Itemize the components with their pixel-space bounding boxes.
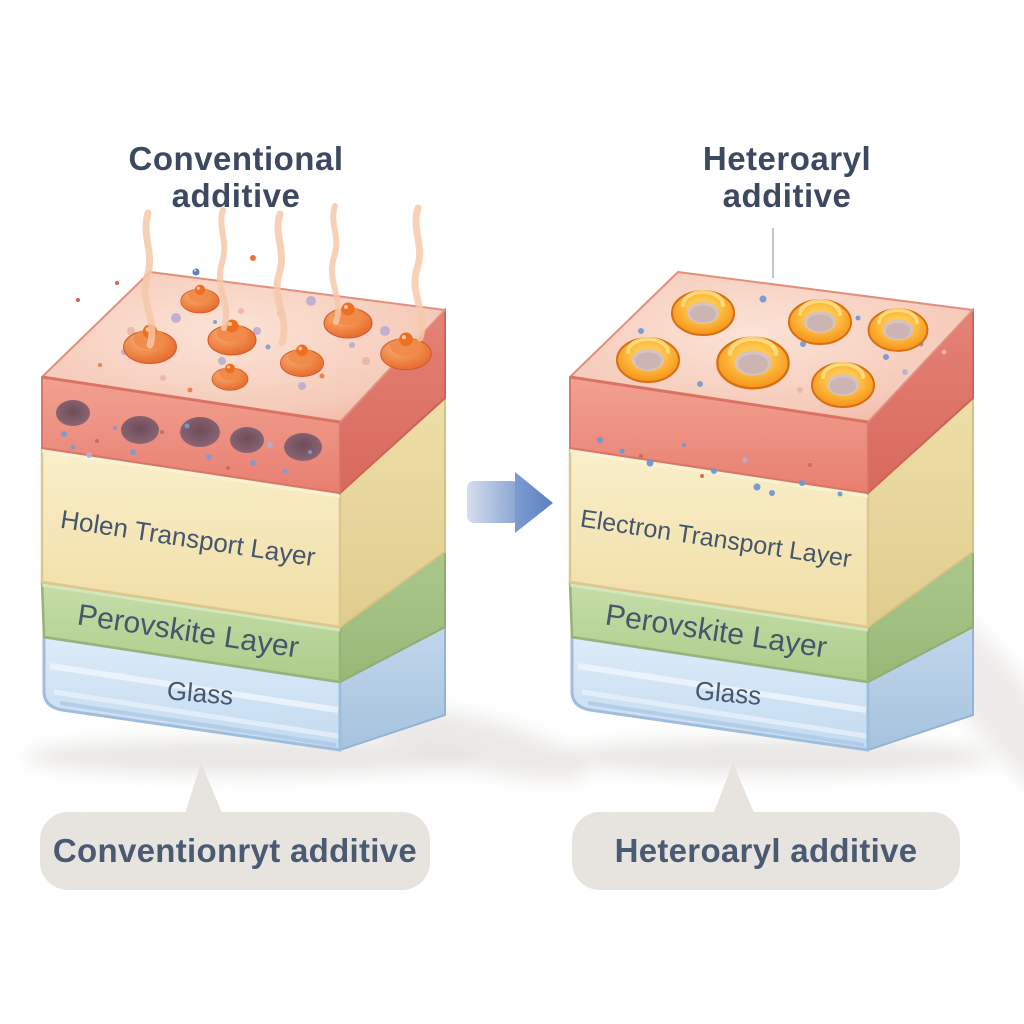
left-caption-bubble: Conventionryt additive xyxy=(40,812,430,890)
additive-ring-icon xyxy=(616,337,680,383)
top-front-edge xyxy=(569,375,869,424)
glass-stripe xyxy=(53,689,339,739)
right-caption-text: Heteroaryl additive xyxy=(614,832,918,869)
void-hole-icon xyxy=(121,416,159,444)
additive-ring-icon xyxy=(811,362,875,408)
vapor-wisp-icon xyxy=(216,207,230,331)
vapor-wisp-icon xyxy=(328,203,342,325)
left-glass-layer-label: Glass xyxy=(166,675,235,711)
void-hole-icon xyxy=(230,427,264,453)
additive-ring-icon xyxy=(788,299,852,345)
glass-bottom-shade xyxy=(59,701,337,747)
top-front-edge xyxy=(41,375,341,424)
vapor-wisp-icon xyxy=(273,210,288,347)
left-floating-specks xyxy=(76,255,256,302)
layer-highlight xyxy=(41,583,341,632)
layer-highlight xyxy=(569,583,869,632)
right-title-line2: additive xyxy=(722,177,852,214)
left-title: Conventional additive xyxy=(66,140,406,214)
left-top-specks xyxy=(98,296,414,393)
vapor-wisp-icon xyxy=(141,209,156,349)
left-title-line2: additive xyxy=(171,177,301,214)
glass-stripe xyxy=(577,663,867,713)
right-caption-tail xyxy=(711,763,757,820)
right-front-specks xyxy=(597,437,843,497)
left-front-specks xyxy=(61,423,312,474)
left-device-stack: Holen Transport Layer Perovskite Layer G… xyxy=(40,203,446,752)
defect-bump-icon xyxy=(211,363,249,391)
additive-ring-icon xyxy=(716,336,790,390)
defect-bump-icon xyxy=(180,284,220,314)
right-caption-bubble: Heteroaryl additive xyxy=(572,812,960,890)
defect-bump-icon xyxy=(279,344,325,377)
additive-ring-icon xyxy=(867,308,929,352)
vapor-wisp-icon xyxy=(411,204,426,342)
glass-stripe xyxy=(581,689,867,739)
void-hole-icon xyxy=(56,400,90,426)
arrow-right-icon xyxy=(467,472,553,533)
left-caption-text: Conventionryt additive xyxy=(52,832,418,869)
layer-highlight xyxy=(569,449,869,498)
layer-highlight xyxy=(41,449,341,498)
right-title: Heteroaryl additive xyxy=(617,140,957,214)
left-title-line1: Conventional xyxy=(128,140,344,177)
additive-rings xyxy=(616,290,929,408)
right-glass-front-face xyxy=(570,635,870,752)
additive-ring-icon xyxy=(671,290,735,336)
left-glass-front-face xyxy=(42,635,342,752)
right-device-stack: Electron Transport Layer Perovskite Laye… xyxy=(568,271,974,752)
void-holes xyxy=(56,400,322,461)
vapor-wisps xyxy=(141,203,426,349)
right-title-line1: Heteroaryl xyxy=(702,140,872,177)
right-glass-layer-label: Glass xyxy=(694,675,763,711)
glass-bottom-shade xyxy=(587,701,865,747)
void-hole-icon xyxy=(284,433,322,461)
left-caption-tail xyxy=(183,763,225,820)
defect-bump-icon xyxy=(207,319,257,356)
defect-bump-icon xyxy=(380,332,432,371)
glass-stripe xyxy=(49,663,339,713)
void-hole-icon xyxy=(180,417,220,447)
defect-bumps xyxy=(123,284,432,391)
